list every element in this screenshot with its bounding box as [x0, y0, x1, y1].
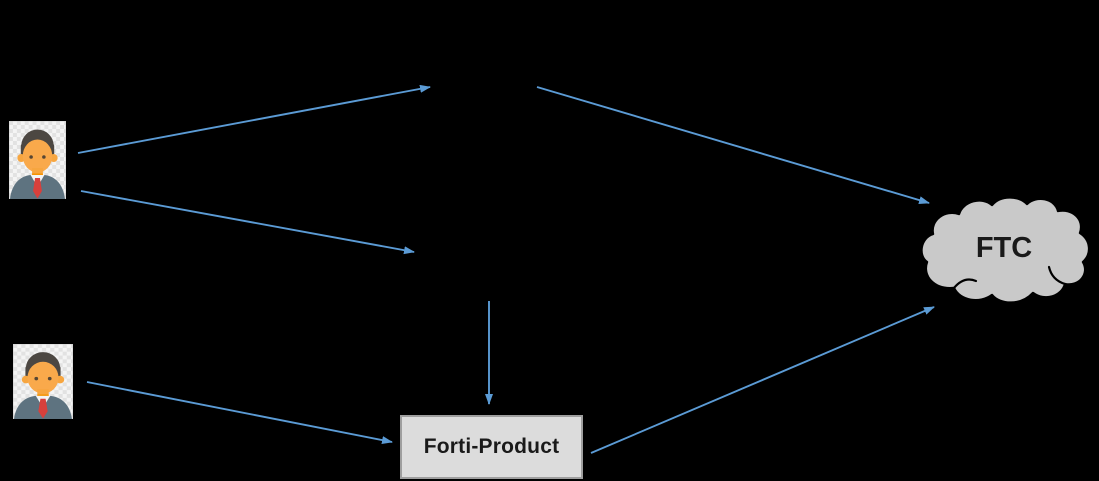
cloud-shape: [920, 196, 1091, 304]
arrow-unlabeled-point-top-to-ftc-cloud: [536, 86, 930, 204]
arrow-user-top-to-unlabeled-point-top: [77, 84, 431, 154]
arrow-user-top-to-unlabeled-point-middle: [80, 190, 415, 255]
arrow-user-bottom-to-forti-product: [86, 381, 393, 444]
arrow-forti-product-to-ftc-cloud: [590, 306, 935, 454]
ftc-label: FTC: [976, 232, 1032, 264]
forti-product-label: Forti-Product: [423, 435, 560, 458]
businessman-icon: [9, 121, 66, 199]
ftc-cloud-node: FTC: [920, 196, 1091, 304]
forti-product-node: Forti-Product: [400, 415, 583, 479]
businessman-icon: [13, 344, 73, 419]
